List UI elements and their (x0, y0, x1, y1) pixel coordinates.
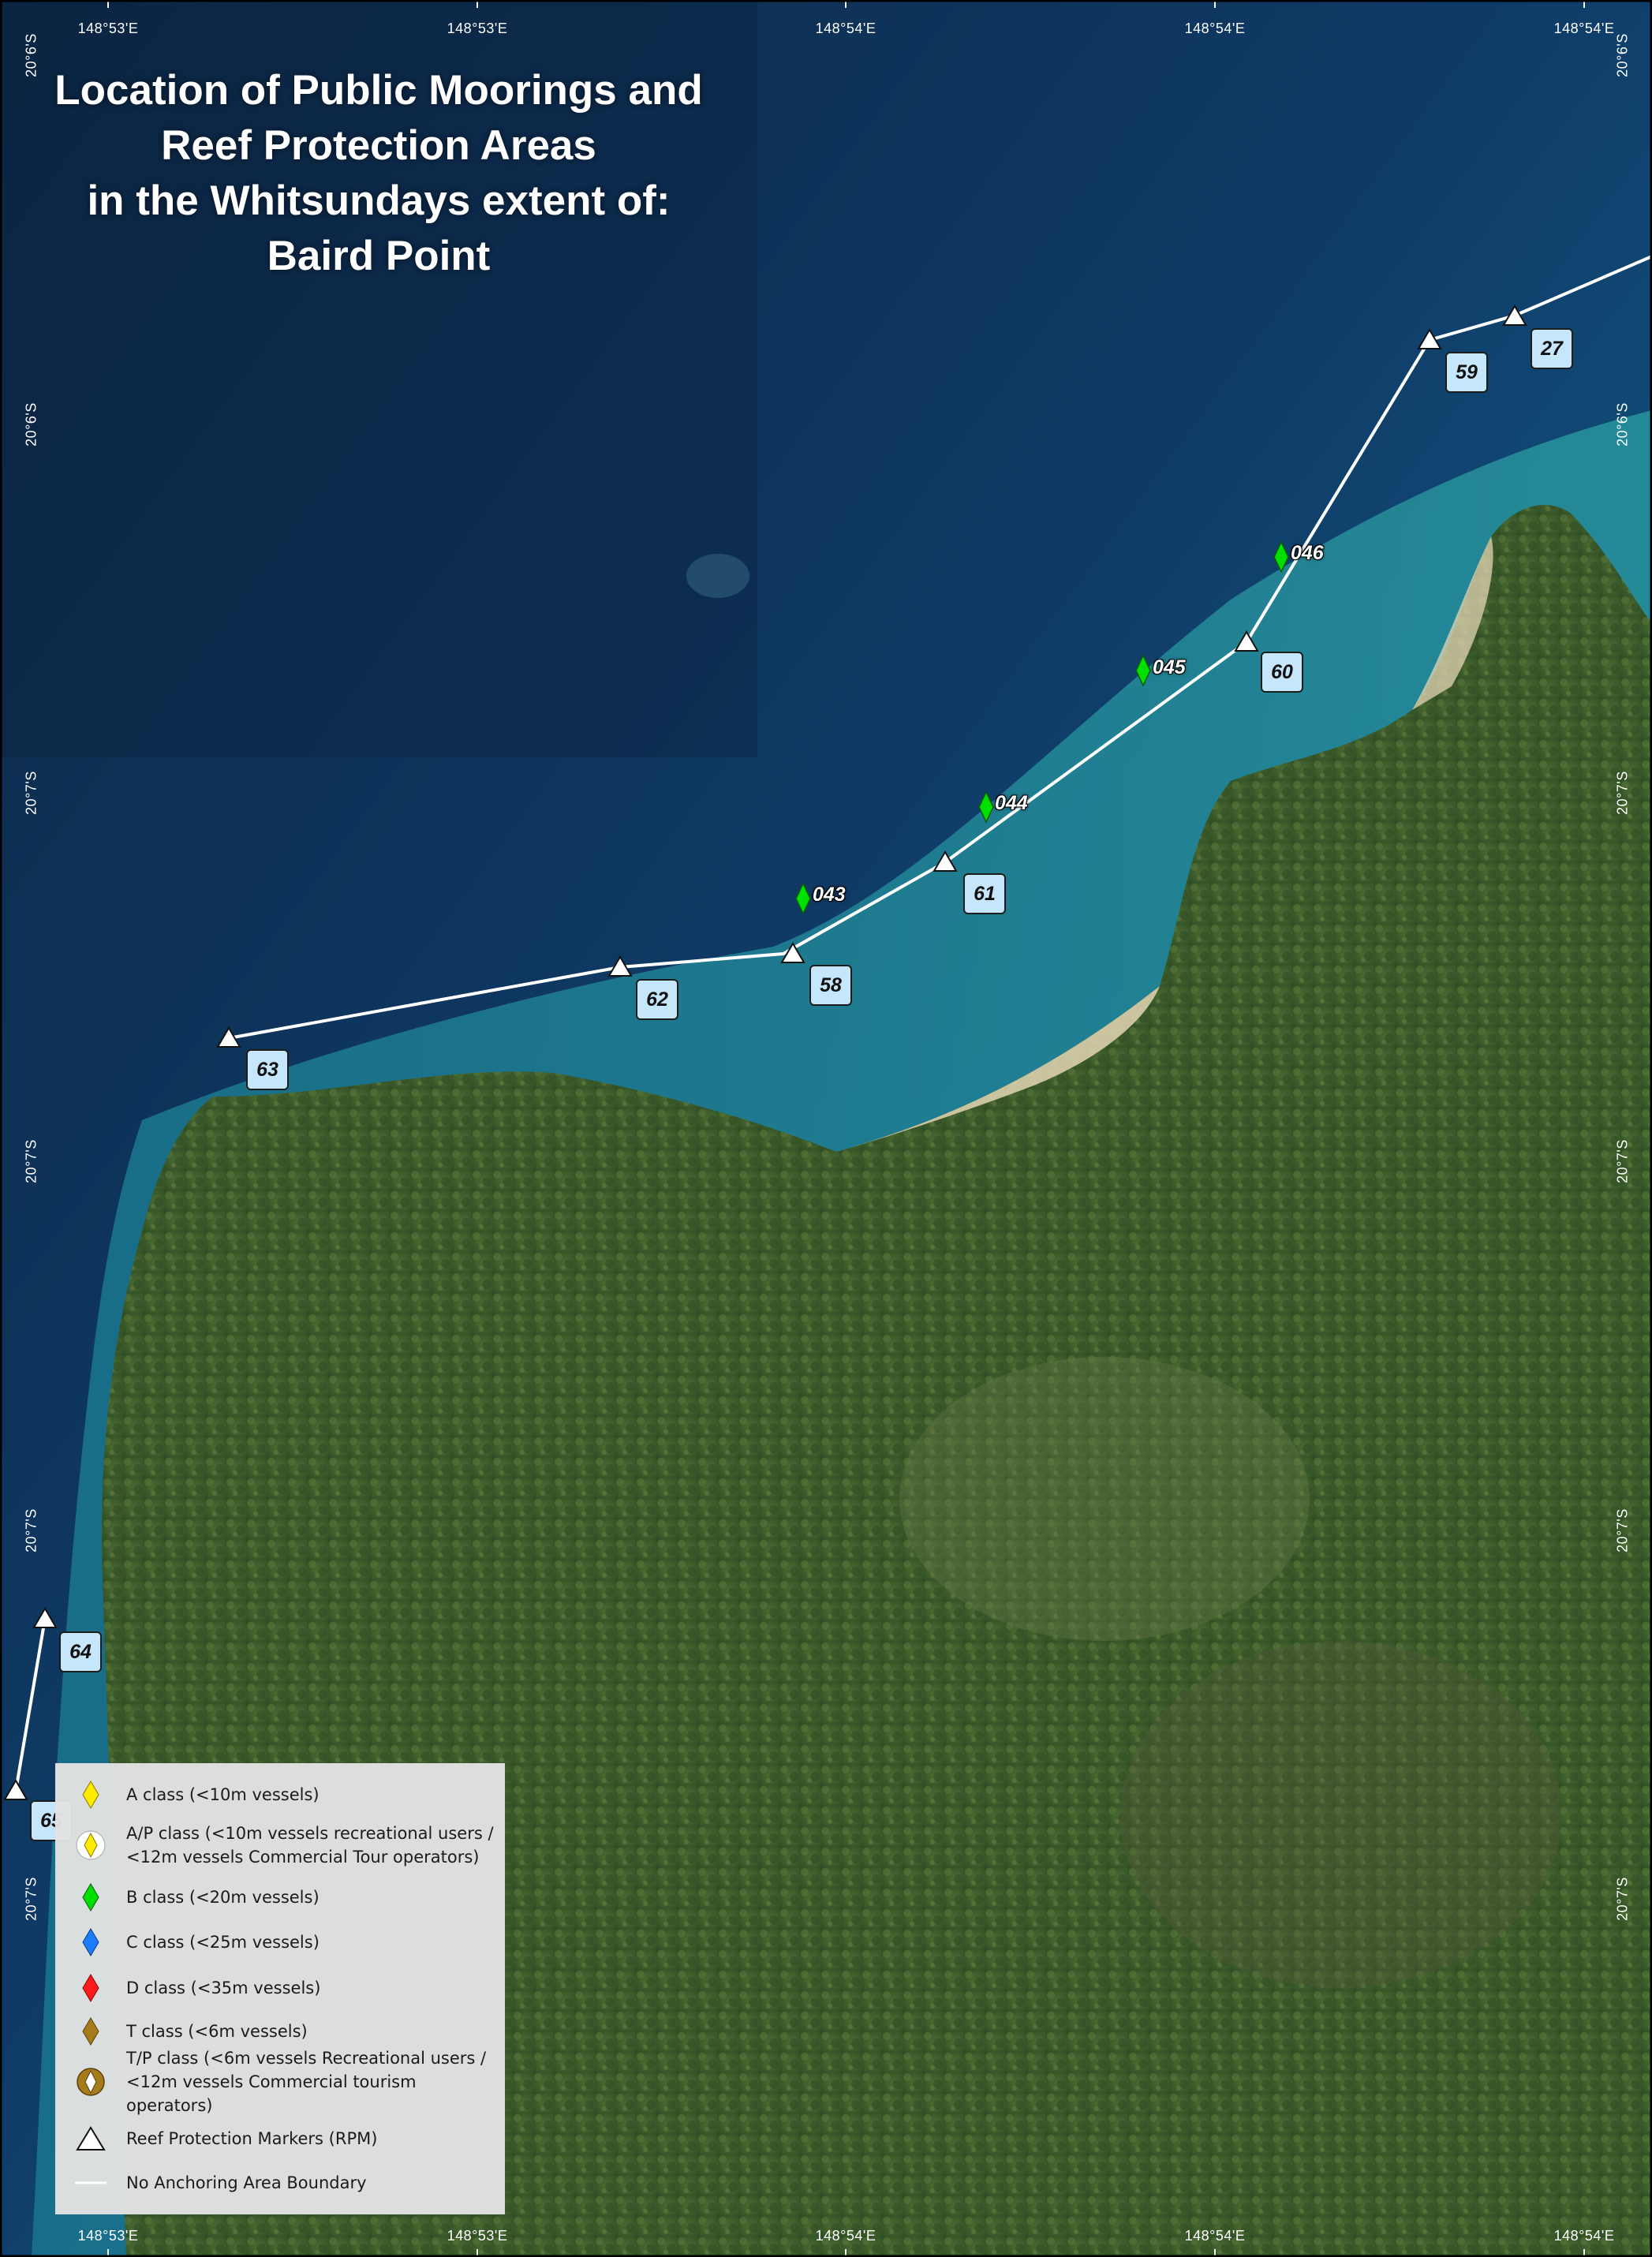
legend-label-tp-class-line-2: <12m vessels Commercial tourism operator… (126, 2072, 417, 2115)
mooring-044-diamond-icon[interactable] (978, 790, 994, 824)
beach-north (1412, 536, 1493, 710)
mooring-label-044[interactable]: 044 (995, 792, 1028, 814)
rpm-marker-63[interactable] (216, 1026, 241, 1048)
rpm-label-60[interactable]: 60 (1261, 652, 1303, 693)
grid-label-bottom-2: 148°53'E (447, 2228, 508, 2244)
legend-item-tp-class: T/P class (<6m vessels Recreational user… (55, 2049, 505, 2115)
grid-label-bottom-1: 148°53'E (77, 2228, 139, 2244)
rpm-label-27[interactable]: 27 (1531, 328, 1573, 369)
legend-label-a-class: A class (<10m vessels) (126, 1785, 320, 1804)
grid-label-right-2: 20°6'S (1614, 402, 1631, 447)
rpm-marker-58[interactable] (780, 942, 805, 963)
legend-label-ap-class-line-1: A/P class (<10m vessels recreational use… (126, 1824, 494, 1843)
grid-label-bottom-3: 148°54'E (815, 2228, 876, 2244)
grid-label-bottom-5: 148°54'E (1553, 2228, 1615, 2244)
grid-label-right-3: 20°7'S (1614, 771, 1631, 815)
legend-label-boundary: No Anchoring Area Boundary (126, 2173, 367, 2192)
grid-label-top-5: 148°54'E (1553, 21, 1615, 36)
grid-label-right-1: 20°6'S (1614, 33, 1631, 77)
map-legend: A class (<10m vessels) A/P class (<10m v… (55, 1763, 505, 2214)
rpm-marker-61[interactable] (933, 850, 958, 872)
grid-label-top-1: 148°53'E (77, 21, 139, 36)
ridge-shading (899, 1357, 1310, 1641)
grid-label-right-5: 20°7'S (1614, 1508, 1631, 1553)
rpm-marker-27[interactable] (1502, 305, 1527, 326)
rpm-label-58[interactable]: 58 (809, 965, 852, 1006)
mooring-045-diamond-icon[interactable] (1135, 654, 1151, 687)
grid-label-left-3: 20°7'S (23, 771, 39, 815)
legend-item-a-class: A class (<10m vessels) (55, 1779, 505, 1810)
legend-label-b-class: B class (<20m vessels) (126, 1888, 320, 1907)
legend-item-b-class: B class (<20m vessels) (55, 1881, 505, 1913)
map-title-line-2: Reef Protection Areas (161, 122, 596, 169)
map-title-line-3: in the Whitsundays extent of: (87, 177, 671, 224)
rpm-label-61[interactable]: 61 (963, 873, 1006, 914)
grid-label-left-6: 20°7'S (23, 1877, 39, 1921)
legend-item-t-class: T class (<6m vessels) (55, 2016, 505, 2047)
mooring-043-diamond-icon[interactable] (795, 882, 811, 915)
mooring-046-diamond-icon[interactable] (1273, 540, 1289, 574)
legend-label-rpm: Reef Protection Markers (RPM) (126, 2129, 378, 2148)
legend-item-rpm: Reef Protection Markers (RPM) (55, 2123, 505, 2154)
legend-item-c-class: C class (<25m vessels) (55, 1926, 505, 1958)
rpm-label-64[interactable]: 64 (59, 1631, 102, 1672)
grid-label-top-3: 148°54'E (815, 21, 876, 36)
deep-water-tile (0, 0, 757, 757)
grid-label-left-4: 20°7'S (23, 1139, 39, 1183)
rpm-marker-65[interactable] (3, 1779, 28, 1800)
rpm-label-59[interactable]: 59 (1445, 352, 1488, 393)
legend-label-d-class: D class (<35m vessels) (126, 1979, 321, 1997)
mooring-label-043[interactable]: 043 (813, 884, 846, 906)
legend-label-t-class: T class (<6m vessels) (126, 2022, 308, 2041)
grid-label-top-4: 148°54'E (1184, 21, 1246, 36)
legend-label-ap-class-line-2: <12m vessels Commercial Tour operators) (126, 1848, 480, 1867)
map-title: Location of Public Moorings and Reef Pro… (32, 63, 726, 284)
legend-label-c-class: C class (<25m vessels) (126, 1933, 320, 1952)
mooring-label-045[interactable]: 045 (1153, 656, 1186, 678)
legend-label-tp-class-line-1: T/P class (<6m vessels Recreational user… (126, 2049, 487, 2068)
grid-label-left-2: 20°6'S (23, 402, 39, 447)
mooring-label-046[interactable]: 046 (1291, 542, 1324, 564)
no-anchoring-boundary-line-west (14, 1618, 47, 1792)
map-title-line-4: Baird Point (267, 233, 491, 279)
legend-item-ap-class: A/P class (<10m vessels recreational use… (55, 1820, 505, 1870)
grid-label-right-6: 20°7'S (1614, 1877, 1631, 1921)
rpm-triangle-icon (76, 2126, 106, 2151)
legend-item-d-class: D class (<35m vessels) (55, 1972, 505, 2004)
reef-patch (686, 554, 749, 598)
legend-item-boundary: No Anchoring Area Boundary (55, 2167, 505, 2199)
no-anchoring-boundary-line (228, 255, 1652, 1040)
b-class-diamond-icon (82, 1883, 99, 1911)
boundary-line-icon (75, 2181, 107, 2184)
rpm-label-63[interactable]: 63 (246, 1049, 289, 1090)
grid-label-top-2: 148°53'E (447, 21, 508, 36)
a-class-diamond-icon (82, 1781, 99, 1809)
mooring-markers (795, 540, 1289, 915)
rpm-marker-60[interactable] (1234, 630, 1259, 652)
ap-class-ring-diamond-icon (76, 1830, 106, 1860)
t-class-diamond-icon (82, 2017, 99, 2046)
grid-label-bottom-4: 148°54'E (1184, 2228, 1246, 2244)
c-class-diamond-icon (82, 1928, 99, 1956)
rpm-marker-64[interactable] (32, 1607, 58, 1628)
tp-class-ring-diamond-icon (77, 2068, 105, 2096)
rpm-label-62[interactable]: 62 (636, 979, 678, 1020)
map-title-line-1: Location of Public Moorings and (54, 67, 703, 114)
rpm-marker-59[interactable] (1417, 328, 1442, 349)
grid-label-left-5: 20°7'S (23, 1508, 39, 1553)
rpm-marker-62[interactable] (607, 955, 633, 977)
grid-label-right-4: 20°7'S (1614, 1139, 1631, 1183)
d-class-diamond-icon (82, 1974, 99, 2002)
rpm-markers (3, 305, 1527, 1800)
ridge-shading-south (1120, 1641, 1562, 1988)
